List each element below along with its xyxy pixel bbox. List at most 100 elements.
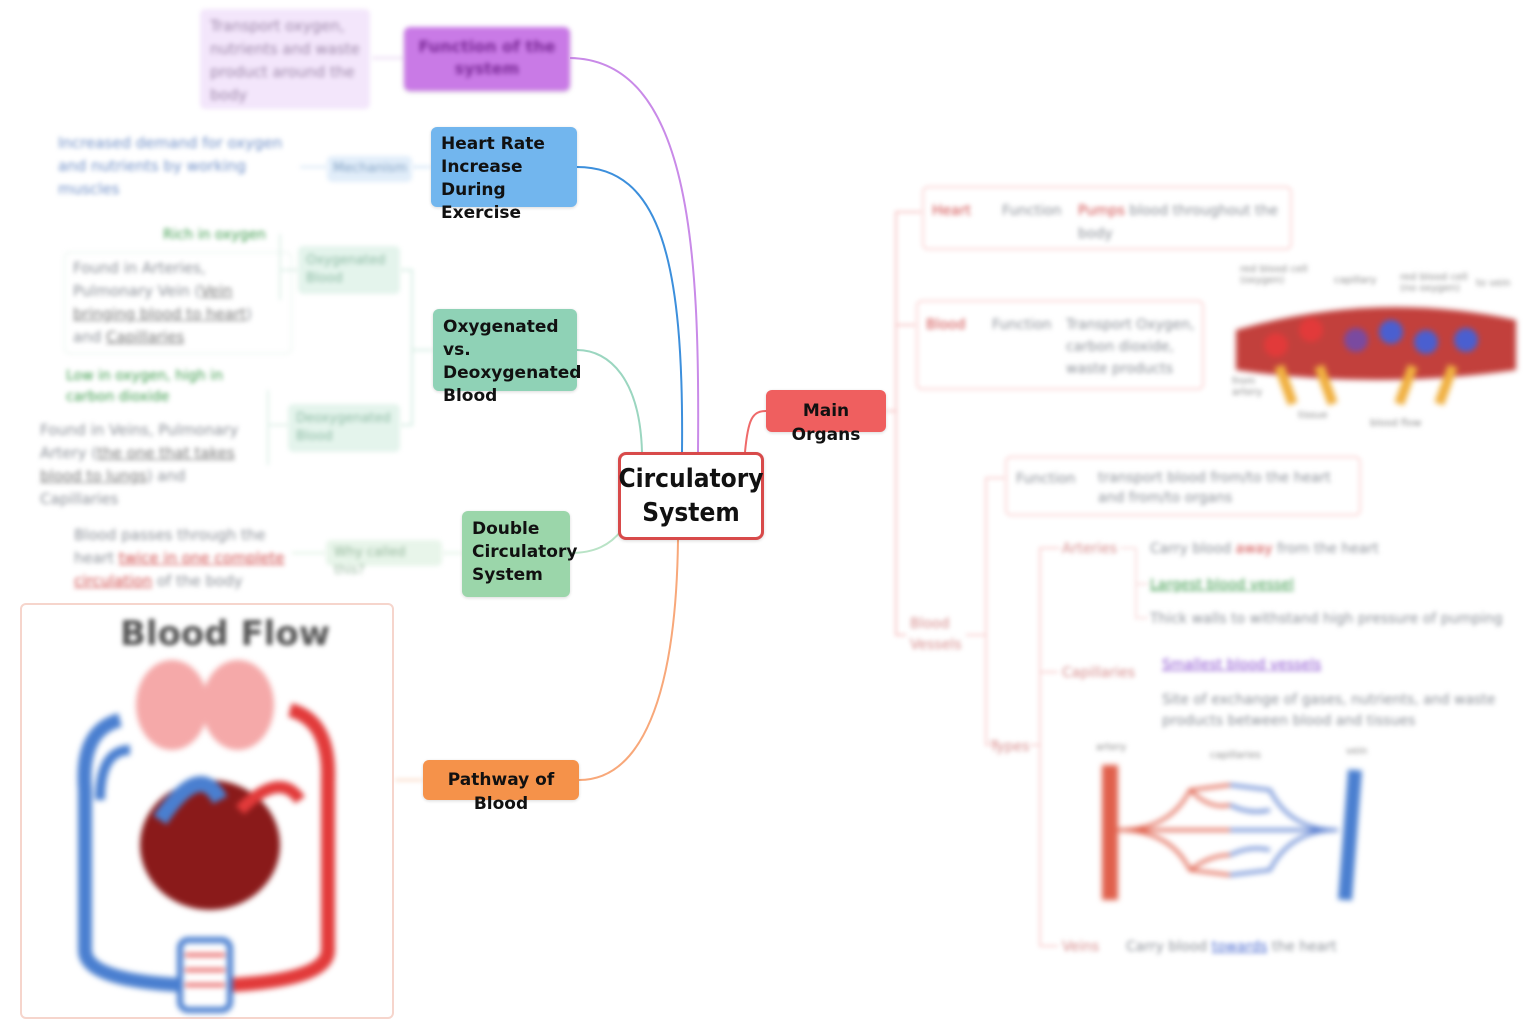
capillaries-line2: Site of exchange of gases, nutrients, an… [1162, 692, 1496, 729]
oxygenated-note-b: ) and [73, 305, 252, 346]
arteries-line2: Largest blood vessel [1150, 577, 1294, 593]
veins-line-emph: towards [1211, 939, 1268, 955]
arteries-line1-b: from the heart [1272, 541, 1379, 557]
oxygenated-pill[interactable]: Oxygenated Blood [298, 246, 400, 294]
oxygenated-note-a: Found in Arteries, Pulmonary Vein ( [73, 259, 206, 300]
label-from-artery: from artery [1232, 376, 1263, 398]
double-circulatory-node[interactable]: Double Circulatory System [462, 511, 577, 597]
arteries-line1: Carry blood away from the heart [1150, 538, 1379, 561]
label-blood-flow: blood flow [1370, 418, 1422, 429]
function-note[interactable]: Transport oxygen, nutrients and waste pr… [200, 9, 370, 109]
deoxygenated-note-a: Found in Veins, Pulmonary Artery ( [40, 421, 239, 462]
mechanism-note: Increased demand for oxygen and nutrient… [58, 132, 298, 201]
vena-path-left [77, 713, 181, 992]
label-capillary: capillary [1334, 275, 1377, 286]
deoxygenated-tag: Low in oxygen, high in carbon dioxide [66, 366, 246, 408]
lung-right [202, 660, 274, 750]
connector-green [576, 349, 643, 453]
function-note-text: Transport oxygen, nutrients and waste pr… [210, 17, 360, 104]
oxy-node-label: Oxygenated vs. Deoxygenated Blood [443, 317, 582, 406]
heart-function-text: Pumps blood throughout the body [1078, 200, 1283, 246]
diagram-label-vein: vein [1346, 746, 1368, 757]
deoxygenated-note: Found in Veins, Pulmonary Artery (the on… [40, 419, 250, 511]
blood-function-label: Function [992, 317, 1052, 333]
connector-purple [569, 57, 700, 453]
vessels-diagram [1102, 765, 1362, 901]
blood-cells-illustration [1236, 307, 1516, 406]
central-topic[interactable]: Circulatory System [618, 452, 764, 540]
veins-tag[interactable]: Veins [1062, 939, 1100, 955]
connector-orange [578, 539, 679, 781]
veins-line-a: Carry blood [1126, 939, 1212, 955]
heart-function-label: Function [1002, 203, 1062, 219]
capillaries-tag[interactable]: Capillaries [1062, 665, 1136, 681]
main-organs-node[interactable]: Main Organs [766, 390, 886, 445]
heart-tag[interactable]: Heart [932, 203, 971, 219]
label-to-vein: to vein [1476, 278, 1511, 289]
oxygenated-note: Found in Arteries, Pulmonary Vein (Vein … [64, 252, 292, 354]
function-node[interactable]: Function of the system [404, 27, 570, 91]
mechanism-note-text: Increased demand for oxygen and nutrient… [58, 134, 283, 198]
double-note-link[interactable]: twice in one complete circulation [74, 549, 285, 590]
deoxygenated-note-b: ) and Capillaries [40, 467, 186, 508]
label-rbc-no-oxygen: red blood cell (no oxygen) [1400, 272, 1468, 294]
pathway-label: Pathway of Blood [447, 770, 555, 814]
arteries-tag[interactable]: Arteries [1062, 541, 1117, 557]
vessels-function-text: transport blood from/to the heart and fr… [1098, 470, 1331, 506]
types-tag[interactable]: Types [990, 739, 1030, 755]
blood-flow-image-frame[interactable] [20, 603, 394, 1019]
why-called-pill[interactable]: Why called this? [326, 540, 442, 578]
diagram-label-artery: artery [1096, 742, 1127, 753]
double-circulatory-label: Double Circulatory System [472, 519, 578, 585]
double-note-a: Blood passes through the heart [74, 526, 266, 567]
double-note: Blood passes through the heart twice in … [74, 524, 294, 593]
double-note-b: of the body [152, 572, 243, 590]
blood-flow-title: Blood Flow [120, 614, 331, 654]
connector-green2 [569, 529, 623, 554]
main-organs-label: Main Organs [791, 401, 861, 445]
oxygenated-note-link2[interactable]: Capillaries [106, 328, 185, 346]
capillary-bed [177, 937, 233, 1013]
label-rbc-oxygen: red blood cell (oxygen) [1240, 264, 1308, 286]
function-node-label: Function of the system [418, 37, 556, 78]
capillaries-line1: Smallest blood vessels [1162, 657, 1322, 673]
blood-function-text: Transport Oxygen, carbon dioxide, waste … [1066, 317, 1195, 377]
connector-blue [576, 166, 684, 453]
label-tissue: tissue [1298, 410, 1328, 421]
heart-row [922, 186, 1292, 250]
oxy-node[interactable]: Oxygenated vs. Deoxygenated Blood [433, 309, 581, 406]
veins-line: Carry blood towards the heart [1126, 936, 1337, 959]
heart-function-rest: blood throughout the body [1078, 203, 1278, 242]
oxygenated-tag: Rich in oxygen [163, 224, 266, 247]
connector-red [744, 410, 767, 453]
heart-rate-node[interactable]: Heart Rate Increase During Exercise [431, 127, 577, 223]
veins-line-b: the heart [1267, 939, 1337, 955]
arteries-line1-emph: away [1235, 541, 1273, 557]
oxygenated-tag-text: Rich in oxygen [163, 227, 266, 243]
deoxygenated-pill-text: Deoxygenated Blood [296, 411, 391, 444]
blood-tag[interactable]: Blood [926, 317, 966, 333]
deoxygenated-note-link[interactable]: the one that takes blood to lungs [40, 444, 235, 485]
heart-rate-label: Heart Rate Increase During Exercise [441, 134, 545, 223]
why-called-pill-text: Why called this? [334, 545, 406, 578]
vessels-function-label: Function [1016, 471, 1076, 487]
blood-vessels-tag[interactable]: Blood Vessels [910, 616, 962, 653]
arteries-line1-a: Carry blood [1150, 541, 1236, 557]
lung-left [136, 660, 208, 750]
mechanism-pill[interactable]: Mechanism [327, 156, 412, 182]
deoxygenated-tag-text: Low in oxygen, high in carbon dioxide [66, 368, 223, 405]
oxygenated-note-link[interactable]: Vein bringing blood to heart [73, 282, 246, 323]
blood-flow-diagram [77, 660, 336, 1013]
aorta-path-right [229, 703, 336, 992]
central-title-line1: Circulatory [618, 464, 764, 494]
diagram-label-capillaries: capillaries [1210, 750, 1261, 761]
deoxygenated-pill[interactable]: Deoxygenated Blood [288, 404, 400, 452]
central-title-line2: System [642, 498, 740, 528]
heart-function-emph: Pumps [1078, 203, 1125, 219]
oxygenated-pill-text: Oxygenated Blood [306, 253, 386, 286]
blood-row [916, 300, 1204, 390]
vessels-function-row [1005, 456, 1361, 516]
mechanism-pill-text: Mechanism [333, 161, 407, 176]
pathway-node[interactable]: Pathway of Blood [423, 760, 579, 814]
